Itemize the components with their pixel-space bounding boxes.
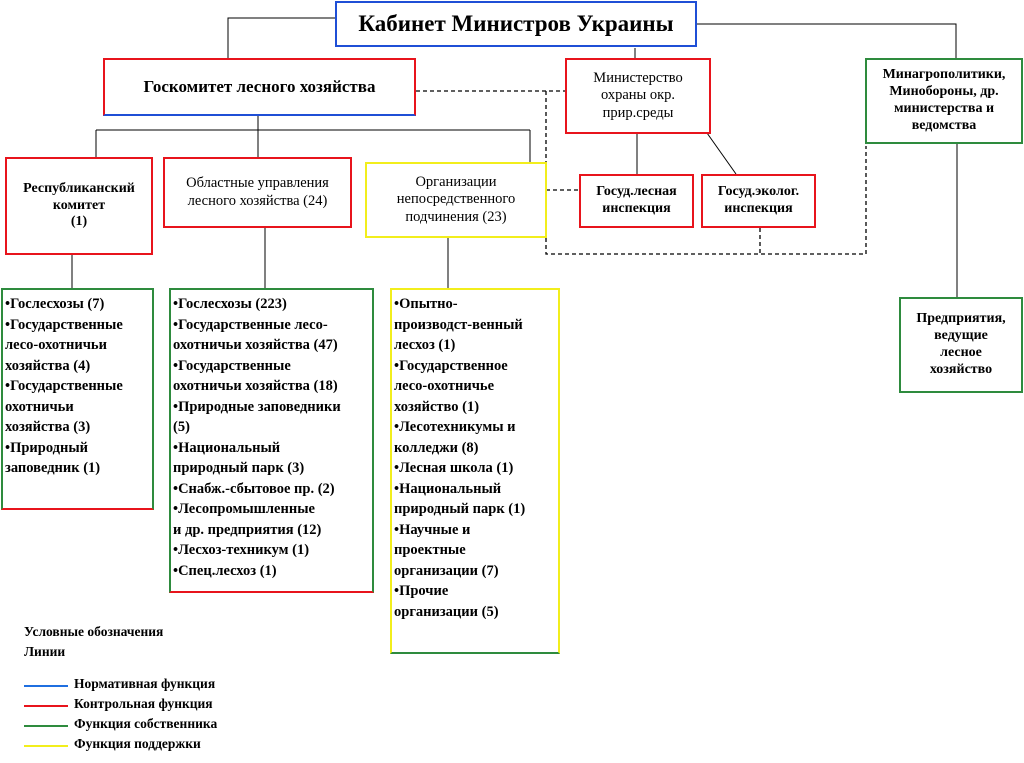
connector-top-left [227,17,335,58]
enterprises-label: Предприятия, ведущие лесное хозяйство [916,311,1006,377]
list-item: •Гослесхозы (223) [173,296,287,312]
legend-swatch [24,725,68,727]
minagro-label: Минагрополитики, Минобороны, др. министе… [882,67,1006,133]
list-item: •Лесная школа (1) [394,460,514,476]
connector-ministry-eco [706,132,737,175]
regional-list-box: •Гослесхозы (223) •Государственные лесо-… [169,288,374,593]
legend-swatch [24,745,68,747]
legend-label: Функция собственника [74,716,218,731]
connector-top-right [697,23,957,58]
list-item: •Спец.лесхоз (1) [173,562,277,579]
enterprises-box: Предприятия, ведущие лесное хозяйство [899,297,1023,393]
legend-row: Контрольная функция [24,696,264,714]
minagro-box: Минагрополитики, Минобороны, др. министе… [865,58,1023,144]
goskomitet-box: Госкомитет лесного хозяйства [103,58,416,116]
list-item: •Государственные охотничьи хозяйства (3) [5,378,123,435]
republic-committee-box: Республиканский комитет (1) [5,157,153,255]
direct-list-box: •Опытно- производст-венный лесхоз (1) •Г… [390,288,560,654]
list-item: •Природный заповедник (1) [5,439,101,477]
forest-inspection-label: Госуд.лесная инспекция [596,184,677,216]
cabinet-of-ministers-box: Кабинет Министров Украины [335,1,697,47]
regional-admin-box: Областные управления лесного хозяйства (… [163,157,352,228]
legend: Условные обозначения Линии Нормативная ф… [24,624,284,760]
direct-orgs-box: Организации непосредственного подчинения… [365,162,547,238]
ministry-environment-box: Министерство охраны окр. прир.среды [565,58,711,134]
list-item: •Лесопромышленные и др. предприятия (12) [173,501,322,538]
legend-label: Функция поддержки [74,736,201,751]
regional-admin-label: Областные управления лесного хозяйства (… [186,175,329,209]
republic-committee-label: Республиканский комитет (1) [23,180,135,230]
list-item: •Природные заповедники (5) [173,398,341,436]
legend-subtitle: Линии [24,644,66,659]
eco-inspection-box: Госуд.эколог. инспекция [701,174,816,228]
list-item: •Государственные лесо- охотничьи хозяйст… [173,316,338,354]
ministry-environment-label: Министерство охраны окр. прир.среды [593,69,683,121]
eco-inspection-label: Госуд.эколог. инспекция [717,184,800,216]
legend-swatch [24,705,68,707]
legend-title: Условные обозначения [24,624,164,639]
list-item: •Государственные охотничьи хозяйства (18… [173,357,338,395]
dashed-loop [545,91,867,255]
direct-orgs-label: Организации непосредственного подчинения… [396,173,516,225]
list-item: •Национальный природный парк (1) [394,480,526,518]
legend-row: Нормативная функция [24,676,264,694]
list-item: •Гослесхозы (7) [5,296,105,312]
cabinet-of-ministers-label: Кабинет Министров Украины [358,11,674,37]
list-item: •Лесхоз-техникум (1) [173,542,310,558]
goskomitet-label: Госкомитет лесного хозяйства [143,76,376,96]
list-item: •Государственное лесо-охотничье хозяйств… [394,357,508,415]
list-item: •Государственные лесо-охотничьи хозяйств… [5,316,123,374]
legend-label: Нормативная функция [74,676,216,691]
forest-inspection-box: Госуд.лесная инспекция [579,174,694,228]
legend-label: Контрольная функция [74,696,213,711]
legend-swatch [24,685,68,687]
legend-row: Функция поддержки [24,736,264,754]
list-item: •Опытно- производст-венный лесхоз (1) [394,296,523,353]
list-item: •Снабж.-сбытовое пр. (2) [173,480,335,497]
list-item: •Научные и проектные организации (7) [394,521,499,579]
list-item: •Лесотехникумы и колледжи (8) [394,419,516,456]
legend-row: Функция собственника [24,716,264,734]
list-item: •Прочие организации (5) [394,583,499,620]
list-item: •Национальный природный парк (3) [173,439,305,477]
republic-list-box: •Гослесхозы (7) •Государственные лесо-ох… [1,288,154,510]
